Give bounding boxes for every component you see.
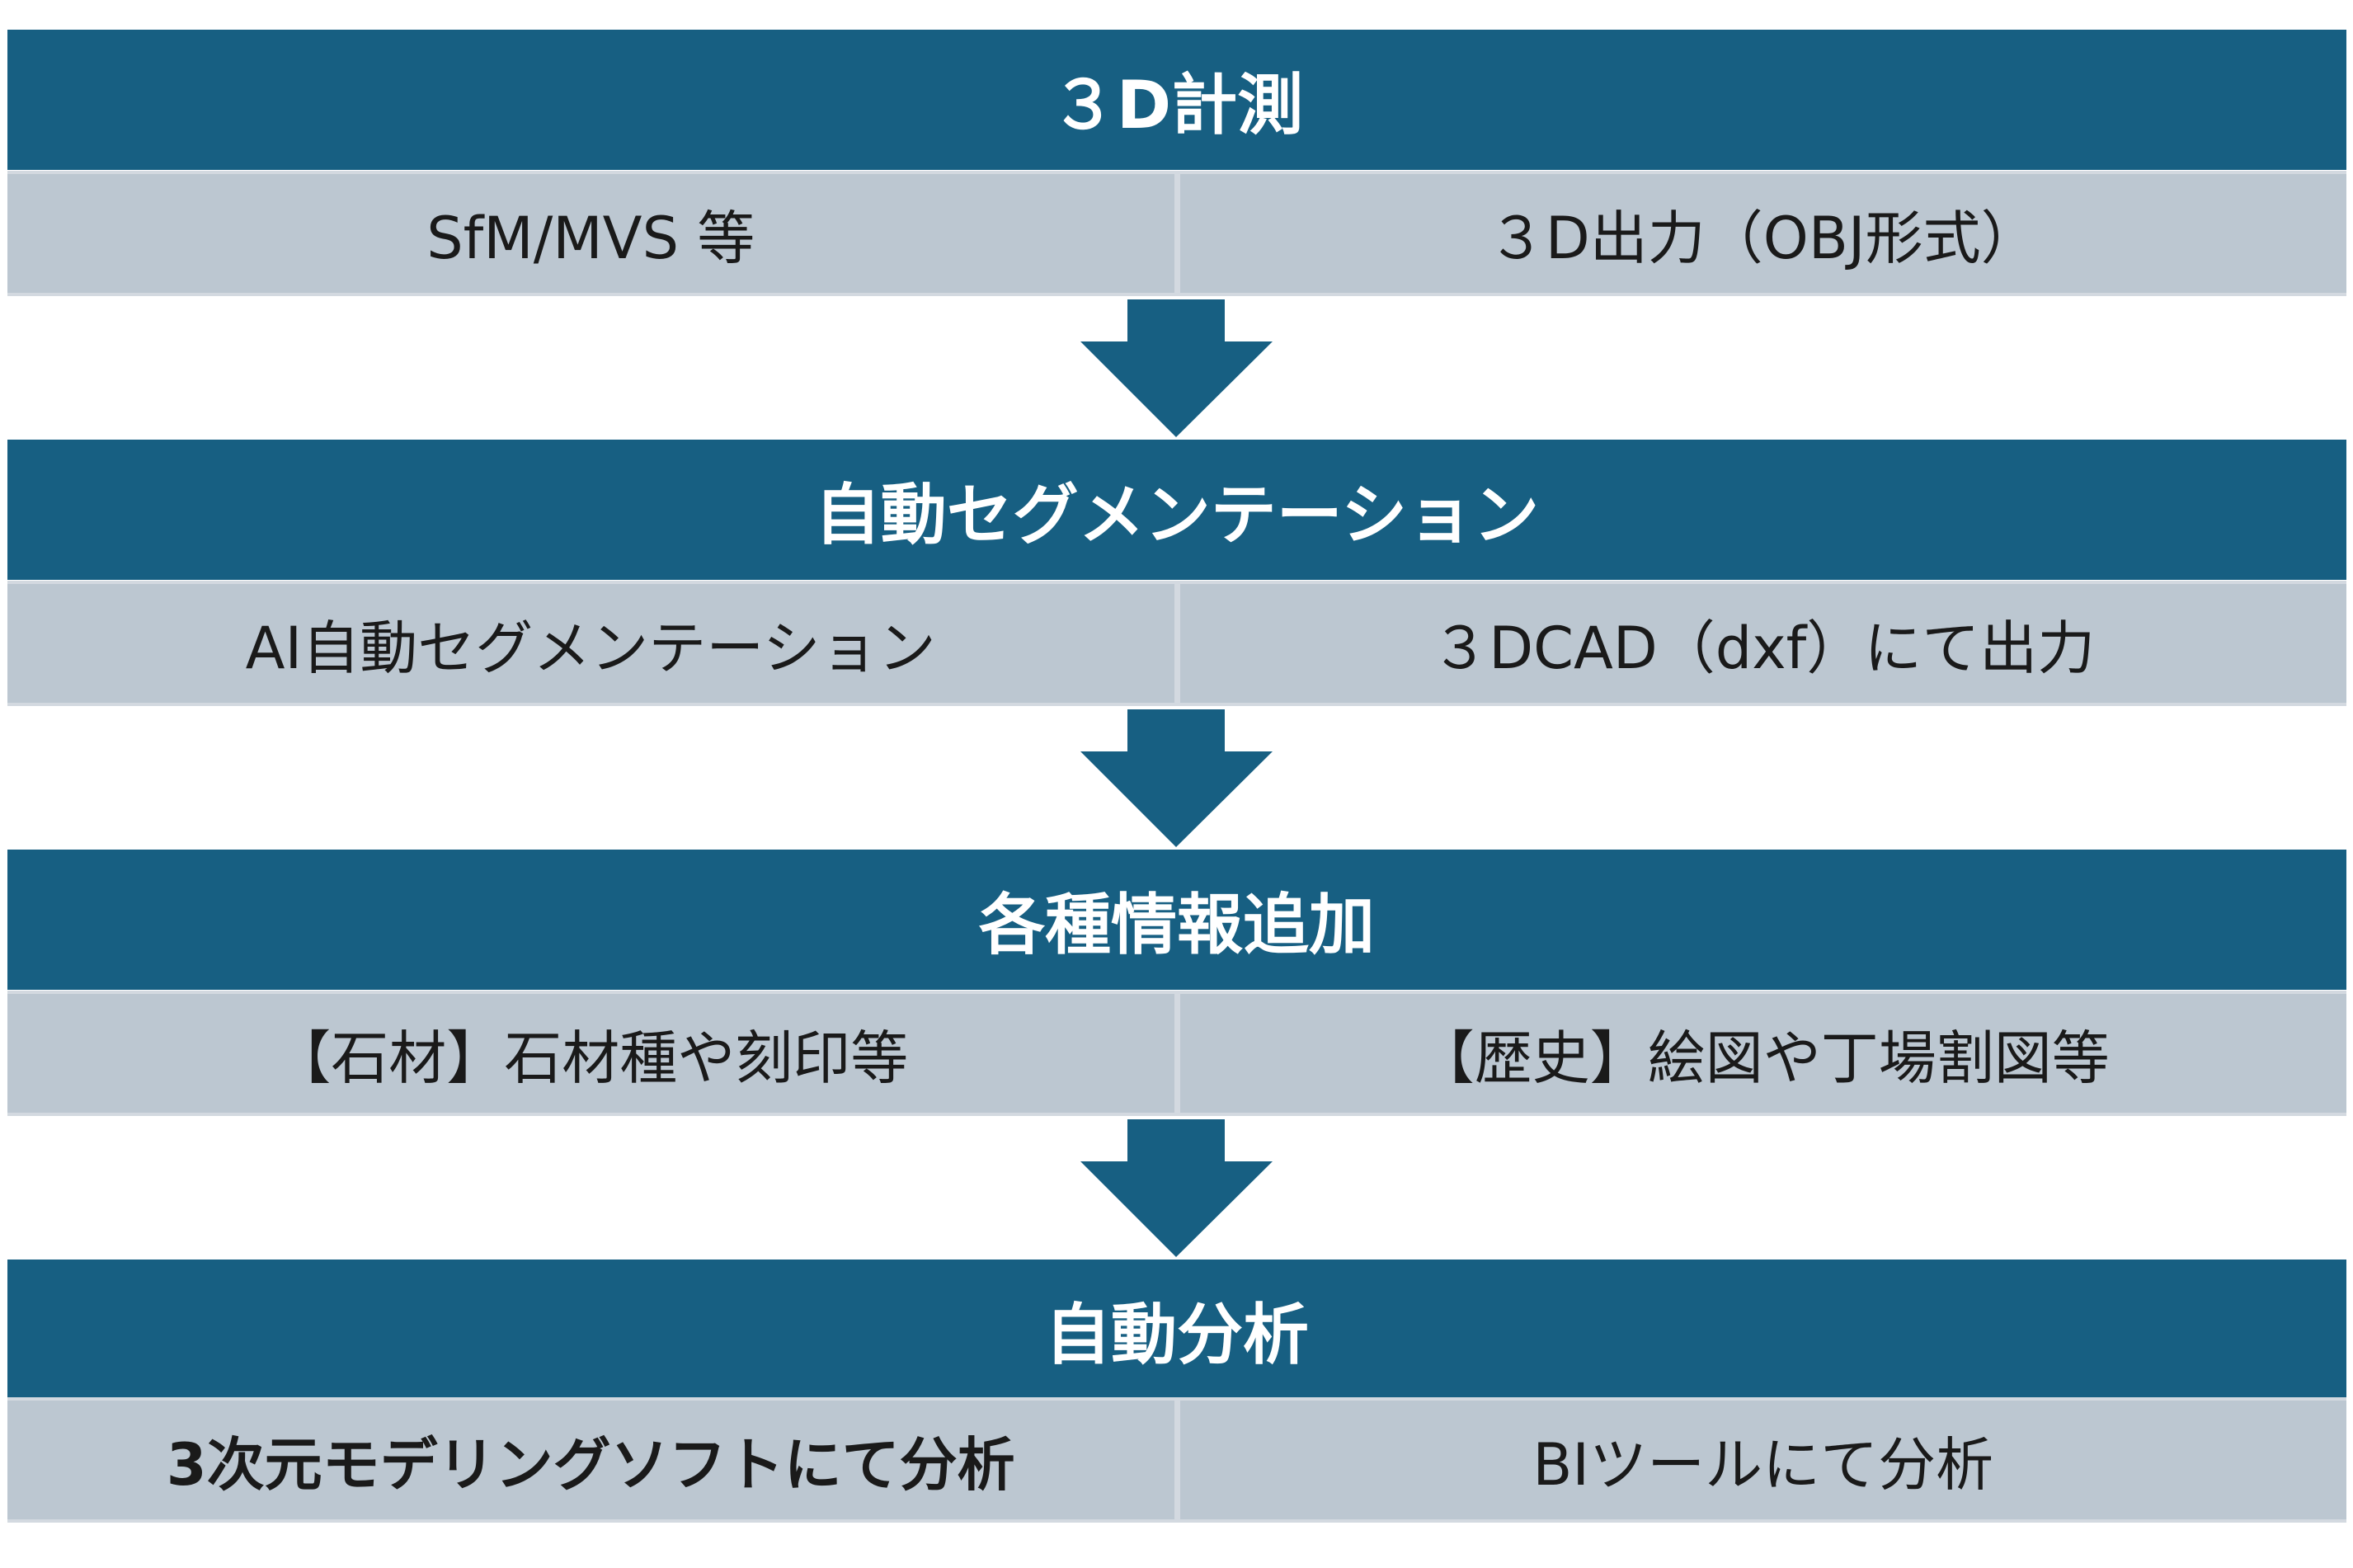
step-1-details: SfM/MVS 等 ３D出力（OBJ形式） bbox=[7, 171, 2346, 296]
step-2-header: 自動セグメンテーション bbox=[7, 440, 2346, 580]
step-1-header: ３D計測 bbox=[7, 30, 2346, 170]
down-arrow-icon bbox=[1080, 299, 1273, 437]
step-2-details: AI自動セグメンテーション ３DCAD（dxf）にて出力 bbox=[7, 581, 2346, 706]
step-3-header: 各種情報追加 bbox=[7, 850, 2346, 990]
step-4-left: 3次元モデリングソフトにて分析 bbox=[7, 1401, 1174, 1519]
step-2-right: ３DCAD（dxf）にて出力 bbox=[1179, 584, 2346, 703]
step-3-left: 【石材】石材種や刻印等 bbox=[7, 994, 1174, 1113]
step-4-right: BIツールにて分析 bbox=[1179, 1401, 2346, 1519]
step-4-header: 自動分析 bbox=[7, 1260, 2346, 1400]
step-3-right: 【歴史】絵図や丁場割図等 bbox=[1179, 994, 2346, 1113]
down-arrow-icon bbox=[1080, 709, 1273, 847]
down-arrow-icon bbox=[1080, 1119, 1273, 1257]
step-4-details: 3次元モデリングソフトにて分析 BIツールにて分析 bbox=[7, 1397, 2346, 1523]
step-2-left: AI自動セグメンテーション bbox=[7, 584, 1174, 703]
step-3-details: 【石材】石材種や刻印等 【歴史】絵図や丁場割図等 bbox=[7, 991, 2346, 1116]
step-1-right: ３D出力（OBJ形式） bbox=[1179, 174, 2346, 293]
step-1-left: SfM/MVS 等 bbox=[7, 174, 1174, 293]
